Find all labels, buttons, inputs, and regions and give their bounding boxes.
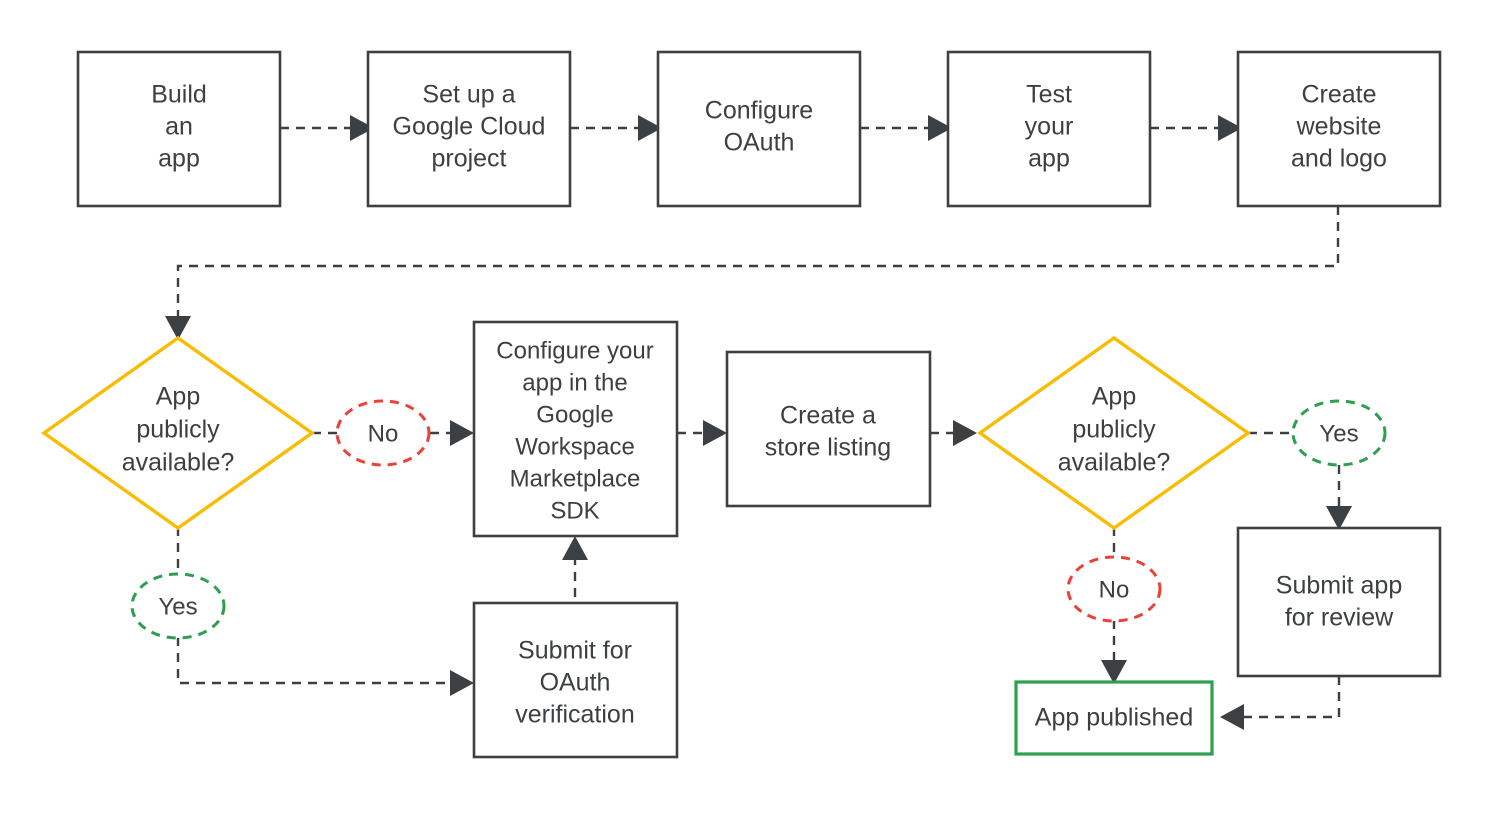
node-configure-sdk-line-1: Configure your	[496, 337, 653, 364]
node-website-logo-line-3: and logo	[1291, 145, 1387, 173]
node-submit-oauth[interactable]: Submit for OAuth verification	[472, 601, 679, 759]
node-website-logo-line-1: Create	[1301, 81, 1376, 109]
node-website-logo[interactable]: Create website and logo	[1236, 50, 1442, 208]
node-app-published-box[interactable]	[1014, 680, 1214, 756]
node-submit-oauth-line-1: Submit for	[518, 637, 632, 665]
node-decision-left[interactable]: App publicly available?	[41, 335, 315, 531]
node-submit-review-box[interactable]	[1236, 526, 1442, 678]
node-configure-oauth-line-1: Configure	[705, 97, 813, 125]
node-app-published-line-1: App published	[1035, 704, 1193, 732]
node-build-app-line-2: an	[165, 113, 193, 141]
connector-submit-review-to-app-published	[1242, 676, 1341, 719]
node-store-listing[interactable]: Create a store listing	[725, 350, 932, 508]
node-decision-right-line-3: available?	[1058, 449, 1171, 477]
arrowhead-test-to-website	[1218, 115, 1242, 141]
arrowhead-yes-to-submit-oauth	[450, 670, 474, 696]
node-decision-right[interactable]: App publicly available?	[977, 335, 1251, 531]
node-configure-sdk-line-5: Marketplace	[510, 465, 641, 492]
node-test-app-box[interactable]	[946, 50, 1152, 208]
edge-label-left-no: No	[335, 399, 431, 467]
node-configure-oauth-line-2: OAuth	[724, 129, 795, 157]
node-submit-oauth-box[interactable]	[472, 601, 679, 759]
node-website-logo-box[interactable]	[1236, 50, 1442, 208]
node-build-app[interactable]: Build an app	[76, 50, 282, 208]
arrowhead-store-listing-to-decision-right	[953, 420, 977, 446]
connectors-layer	[165, 115, 1352, 730]
edge-label-left-yes-pill	[130, 572, 226, 640]
node-test-app-line-3: app	[1028, 145, 1070, 173]
node-submit-review-line-1: Submit app	[1276, 572, 1402, 600]
node-test-app-line-1: Test	[1026, 81, 1072, 109]
edge-label-right-yes-text: Yes	[1319, 420, 1358, 447]
connector-yes-to-submit-oauth	[176, 637, 452, 685]
node-build-app-box[interactable]	[76, 50, 282, 208]
arrowhead-oauth-to-test	[928, 115, 952, 141]
edge-label-right-no-text: No	[1099, 576, 1130, 603]
arrowhead-to-decision-left	[165, 316, 191, 340]
node-configure-sdk[interactable]: Configure your app in the Google Workspa…	[472, 320, 679, 538]
arrowhead-configure-sdk-to-store-listing	[703, 420, 727, 446]
arrowhead-submit-review-to-app-published	[1220, 704, 1244, 730]
node-configure-sdk-box[interactable]	[472, 320, 679, 538]
node-gcp-project[interactable]: Set up a Google Cloud project	[366, 50, 572, 208]
node-submit-review[interactable]: Submit app for review	[1236, 526, 1442, 678]
arrowhead-gcp-to-oauth	[638, 115, 662, 141]
node-gcp-project-box[interactable]	[366, 50, 572, 208]
node-decision-left-shape[interactable]	[41, 335, 315, 531]
node-build-app-line-3: app	[158, 145, 200, 173]
edge-label-right-yes-pill	[1291, 399, 1387, 467]
node-decision-right-shape[interactable]	[977, 335, 1251, 531]
edge-label-left-yes: Yes	[130, 572, 226, 640]
arrowhead-yes-to-submit-review	[1326, 506, 1352, 530]
edge-label-left-yes-text: Yes	[158, 593, 197, 620]
node-build-app-line-1: Build	[151, 81, 207, 109]
node-configure-sdk-line-2: app in the	[522, 369, 627, 396]
arrowhead-submit-oauth-to-configure-sdk	[562, 536, 588, 560]
node-decision-left-line-3: available?	[122, 449, 235, 477]
edge-label-right-no-pill	[1066, 555, 1162, 623]
arrowhead-no-to-app-published	[1101, 660, 1127, 684]
node-configure-sdk-line-3: Google	[536, 401, 613, 428]
node-website-logo-line-2: website	[1296, 113, 1382, 141]
node-configure-sdk-line-4: Workspace	[515, 433, 635, 460]
edge-label-left-no-text: No	[368, 420, 399, 447]
node-decision-right-line-1: App	[1092, 383, 1136, 411]
node-app-published[interactable]: App published	[1014, 680, 1214, 756]
node-decision-left-line-2: publicly	[136, 416, 220, 444]
edge-label-right-no: No	[1066, 555, 1162, 623]
node-decision-right-line-2: publicly	[1072, 416, 1156, 444]
node-submit-oauth-line-3: verification	[515, 701, 635, 729]
node-test-app-line-2: your	[1025, 113, 1074, 141]
edge-label-left-no-pill	[335, 399, 431, 467]
node-store-listing-box[interactable]	[725, 350, 932, 508]
node-configure-oauth-box[interactable]	[656, 50, 862, 208]
edge-label-right-yes: Yes	[1291, 399, 1387, 467]
node-configure-oauth[interactable]: Configure OAuth	[656, 50, 862, 208]
node-submit-oauth-line-2: OAuth	[540, 669, 611, 697]
connector-website-to-decision-left	[176, 206, 1340, 318]
node-submit-review-line-2: for review	[1285, 604, 1394, 632]
node-test-app[interactable]: Test your app	[946, 50, 1152, 208]
arrowhead-build-to-gcp	[350, 115, 374, 141]
arrowhead-no-to-configure-sdk	[450, 420, 474, 446]
node-decision-left-line-1: App	[156, 383, 200, 411]
node-configure-sdk-line-6: SDK	[550, 497, 599, 524]
node-gcp-project-line-3: project	[431, 145, 506, 173]
node-gcp-project-line-1: Set up a	[422, 81, 515, 109]
node-store-listing-line-2: store listing	[765, 434, 891, 462]
node-store-listing-line-1: Create a	[780, 402, 876, 430]
node-gcp-project-line-2: Google Cloud	[393, 113, 546, 141]
